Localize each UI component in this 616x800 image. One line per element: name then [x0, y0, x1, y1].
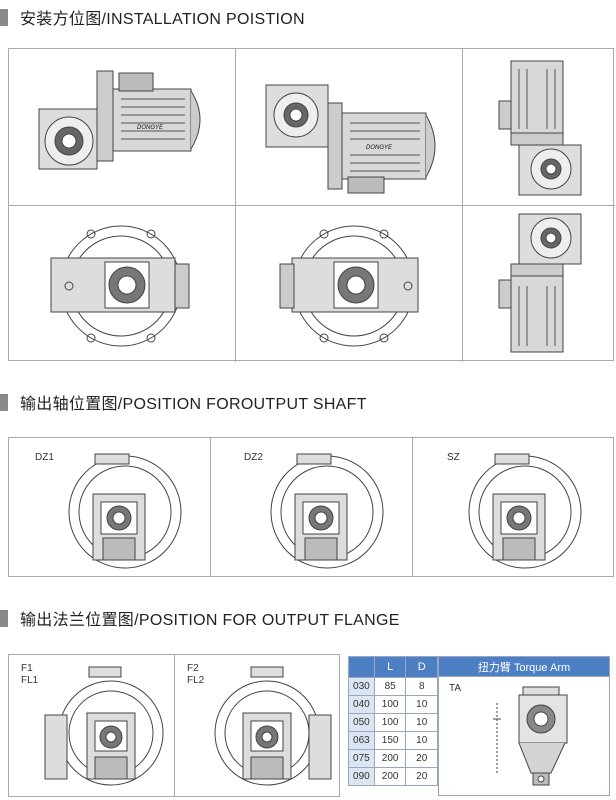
section-title-output-flange: 输出法兰位置图/POSITION FOR OUTPUT FLANGE [0, 605, 616, 631]
table-cell: 200 [373, 749, 407, 768]
flange-label-line1: F2 [187, 663, 199, 674]
table-cell: 10 [405, 695, 438, 714]
table-cell-size: 063 [348, 731, 375, 750]
install-cell-5 [236, 206, 463, 362]
ta-label: TA [449, 683, 462, 694]
brand-label: DONGYE [366, 145, 393, 151]
table-cell: 10 [405, 731, 438, 750]
torque-arm-drawing-area: TA [438, 677, 610, 796]
install-cell-3 [463, 49, 615, 206]
section-title-output-shaft: 输出轴位置图/POSITION FOROUTPUT SHAFT [0, 389, 616, 415]
flange-label-line1: F1 [21, 663, 33, 674]
title-bar-marker [0, 8, 8, 26]
output-flange-panel: F1 FL1 F2 FL2 [8, 654, 340, 797]
install-cell-4 [9, 206, 236, 362]
table-cell: 85 [373, 677, 407, 696]
flange-label-line2: FL2 [187, 675, 205, 686]
install-cell-1: DONGYE [9, 49, 236, 206]
flange-cell-2: F2 FL2 [175, 655, 339, 796]
section-title-text: 安装方位图/INSTALLATION POISTION [20, 11, 305, 28]
table-cell-size: 050 [348, 713, 375, 732]
output-shaft-panel: DZ1 DZ2 [8, 437, 614, 577]
table-cell: 20 [405, 749, 438, 768]
torque-arm-header: 扭力臂 Torque Arm [438, 656, 610, 677]
brand-label: DONGYE [137, 125, 164, 131]
table-header: D [405, 656, 438, 678]
shaft-cell-2: DZ2 [211, 438, 413, 576]
table-cell-size: 090 [348, 767, 375, 786]
table-cell: 100 [373, 695, 407, 714]
table-header [348, 656, 375, 678]
shaft-label: SZ [447, 452, 460, 463]
title-bar-marker [0, 609, 8, 627]
section-title-text: 输出轴位置图/POSITION FOROUTPUT SHAFT [20, 396, 367, 413]
table-cell: 150 [373, 731, 407, 750]
section-title-text: 输出法兰位置图/POSITION FOR OUTPUT FLANGE [20, 612, 400, 629]
table-cell: 100 [373, 713, 407, 732]
table-cell: 10 [405, 713, 438, 732]
shaft-label: DZ1 [35, 452, 54, 463]
installation-panel: DONGYE DONGYE [8, 48, 615, 362]
table-cell-size: 040 [348, 695, 375, 714]
install-cell-2: DONGYE [236, 49, 463, 206]
table-cell-size: 075 [348, 749, 375, 768]
table-cell: 200 [373, 767, 407, 786]
shaft-cell-3: SZ [413, 438, 615, 576]
title-bar-marker [0, 393, 8, 411]
table-cell-size: 030 [348, 677, 375, 696]
shaft-label: DZ2 [244, 452, 263, 463]
table-cell: 20 [405, 767, 438, 786]
install-cell-6 [463, 206, 615, 362]
section-title-installation: 安装方位图/INSTALLATION POISTION [0, 4, 616, 30]
shaft-cell-1: DZ1 [9, 438, 211, 576]
table-cell: 8 [405, 677, 438, 696]
table-header: L [373, 656, 407, 678]
flange-cell-1: F1 FL1 [9, 655, 175, 796]
flange-label-line2: FL1 [21, 675, 39, 686]
